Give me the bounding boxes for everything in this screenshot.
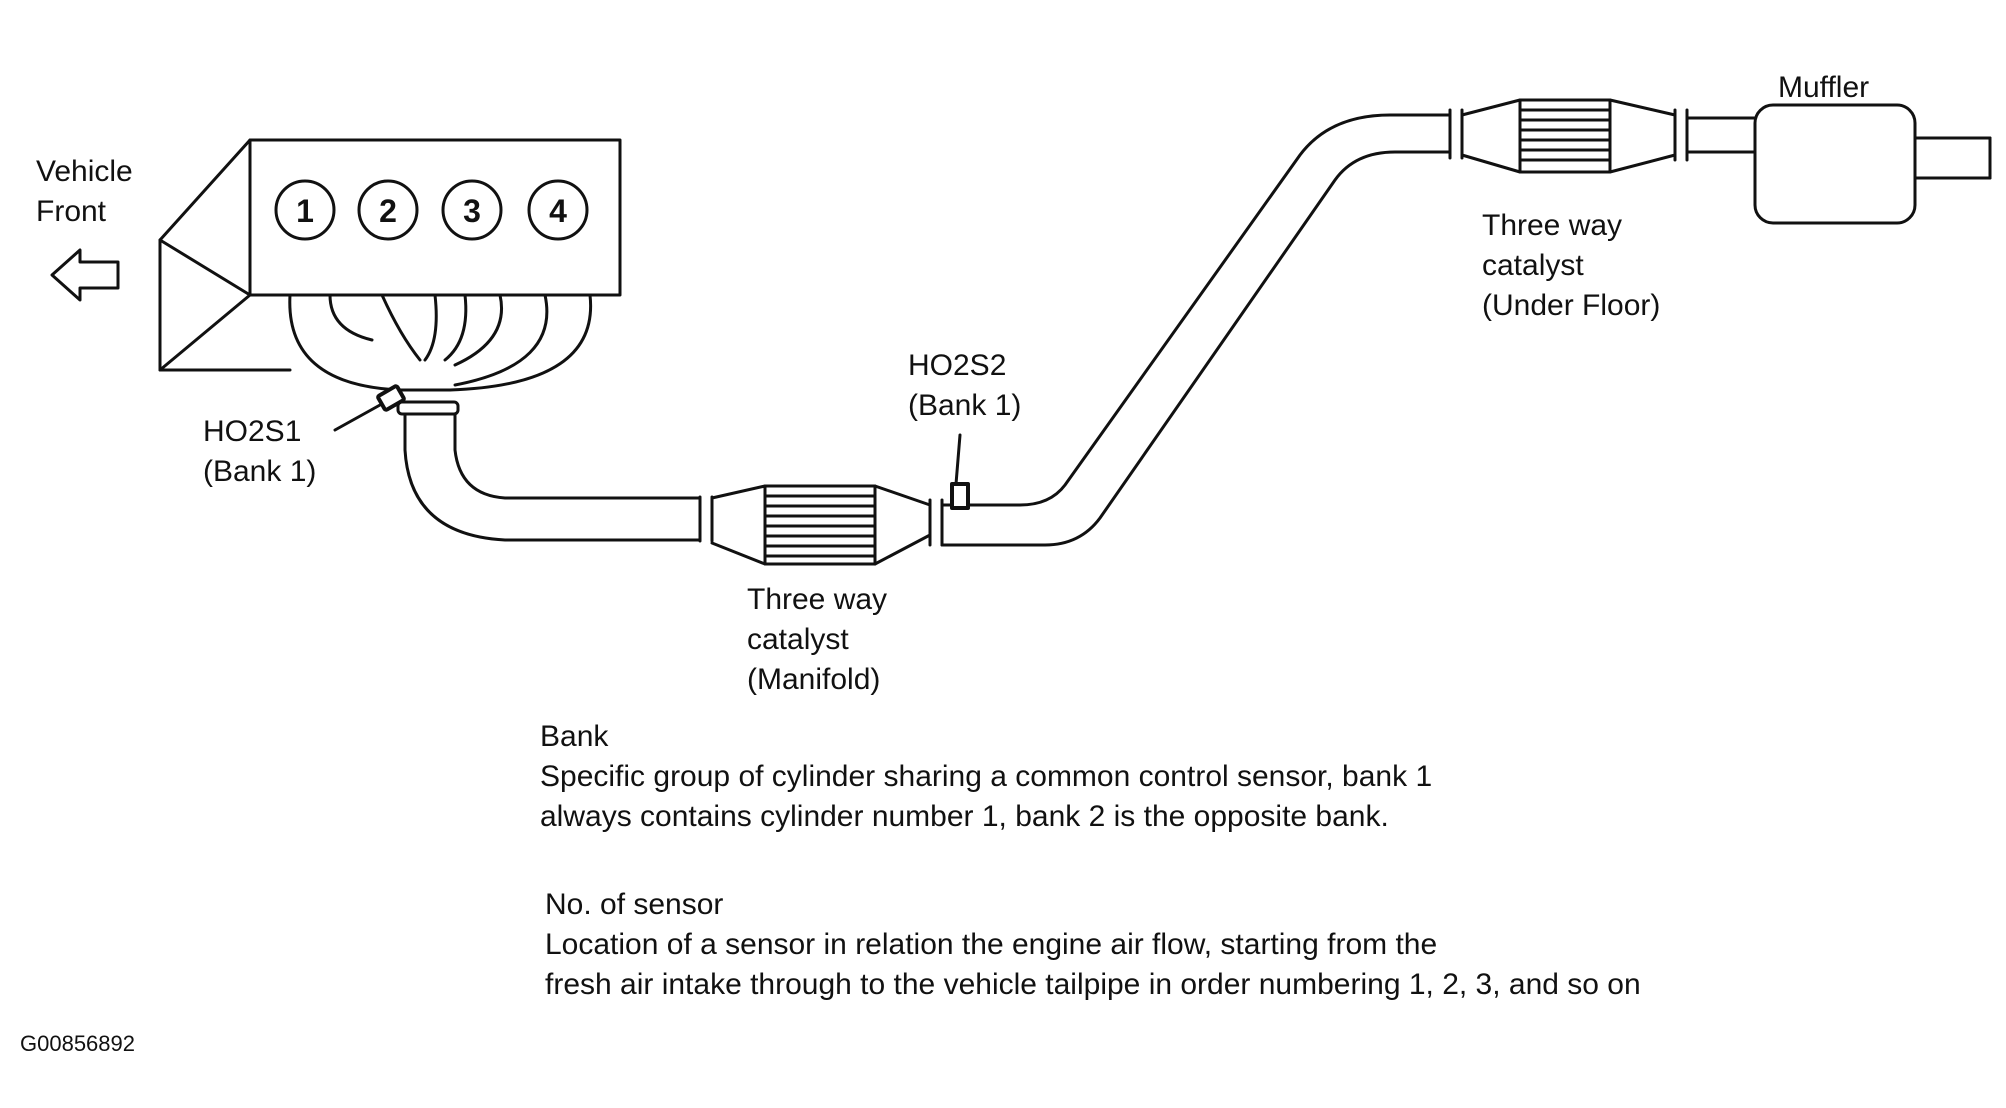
ho2s1-label: HO2S1 (Bank 1) [203, 415, 317, 488]
exhaust-manifold [288, 293, 593, 392]
vehicle-front-label: Vehicle Front [36, 155, 133, 228]
sensor-number-definition: No. of sensor Location of a sensor in re… [545, 885, 1641, 1005]
catalyst-underfloor [1448, 98, 1689, 174]
cylinder-circle-4 [527, 179, 589, 241]
catalyst-manifold-label: Three way catalyst (Manifold) [747, 583, 888, 696]
cylinder-circle-2 [357, 179, 419, 241]
cylinder-number: 4 [549, 193, 567, 229]
ho2s2-label: HO2S2 (Bank 1) [908, 349, 1022, 422]
sensor-title: No. of sensor [545, 888, 724, 921]
mid-exhaust-pipe [940, 113, 1452, 547]
sensor-text-line: Location of a sensor in relation the eng… [545, 928, 1438, 961]
bank-definition: Bank Specific group of cylinder sharing … [540, 717, 1432, 837]
muffler [1753, 103, 1917, 225]
catalyst-manifold [698, 484, 944, 566]
ho2s2-sensor [950, 433, 970, 510]
figure-id: G00856892 [20, 1031, 135, 1056]
cylinder-circle-1 [274, 179, 336, 241]
ho2s1-sensor [333, 384, 406, 432]
bank-text-line: Specific group of cylinder sharing a com… [540, 760, 1433, 793]
muffler-label: Muffler [1778, 71, 1870, 104]
cylinder-number: 1 [296, 193, 314, 229]
rear-exhaust-pipe [1685, 116, 1757, 154]
cylinder-number: 3 [463, 193, 481, 229]
cylinder-circle-3 [441, 179, 503, 241]
bank-text-line: always contains cylinder number 1, bank … [540, 800, 1389, 833]
bank-title: Bank [540, 720, 609, 753]
front-exhaust-pipe [403, 412, 702, 542]
vehicle-front-arrow-icon [50, 248, 120, 302]
cylinder-number: 2 [379, 193, 397, 229]
tailpipe [1913, 136, 1992, 180]
front-pipe-flange [396, 400, 460, 416]
engine-block [158, 138, 622, 372]
catalyst-underfloor-label: Three way catalyst (Under Floor) [1482, 209, 1661, 322]
sensor-text-line: fresh air intake through to the vehicle … [545, 968, 1641, 1001]
